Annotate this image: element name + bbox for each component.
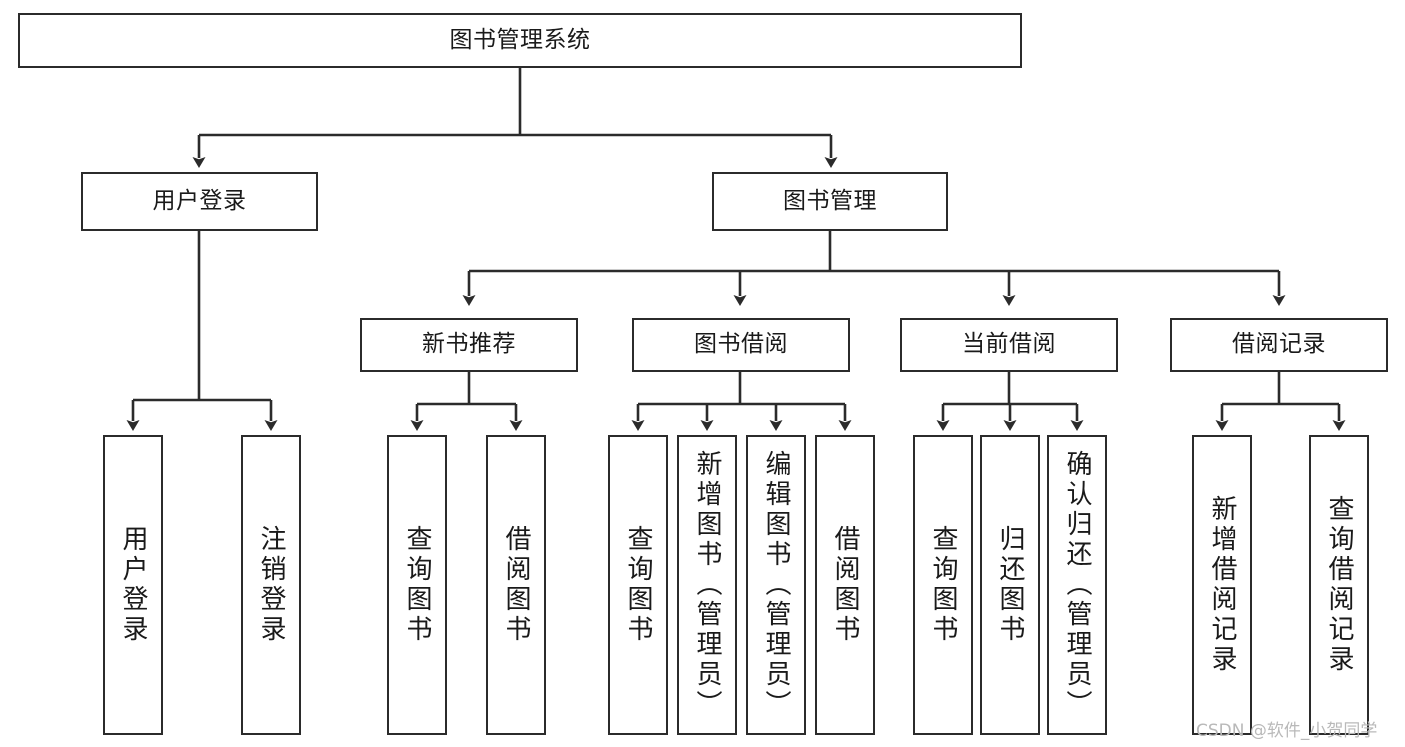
node-label: 查询图书 xyxy=(623,525,653,645)
node-label: 查询图书 xyxy=(402,525,432,645)
leaf-query-book-1[interactable]: 查询图书 xyxy=(387,435,447,735)
node-label: 确认归还（管理员） xyxy=(1062,450,1092,720)
node-label: 注销登录 xyxy=(256,525,286,645)
node-label: 用户登录 xyxy=(152,187,247,214)
node-label: 用户登录 xyxy=(118,525,148,645)
leaf-user-login[interactable]: 用户登录 xyxy=(103,435,163,735)
node-root-system[interactable]: 图书管理系统 xyxy=(18,13,1022,68)
leaf-query-book-2[interactable]: 查询图书 xyxy=(608,435,668,735)
csdn-watermark: CSDN @软件_小贺同学 xyxy=(1196,721,1378,741)
node-label: 查询图书 xyxy=(928,525,958,645)
leaf-add-record[interactable]: 新增借阅记录 xyxy=(1192,435,1252,735)
node-label: 图书借阅 xyxy=(694,331,788,358)
node-book-manage[interactable]: 图书管理 xyxy=(712,172,948,231)
leaf-query-record[interactable]: 查询借阅记录 xyxy=(1309,435,1369,735)
node-label: 编辑图书（管理员） xyxy=(761,450,791,720)
node-label: 借阅图书 xyxy=(830,525,860,645)
leaf-logout-login[interactable]: 注销登录 xyxy=(241,435,301,735)
node-label: 归还图书 xyxy=(995,525,1025,645)
node-label: 当前借阅 xyxy=(962,331,1056,358)
leaf-borrow-book-1[interactable]: 借阅图书 xyxy=(486,435,546,735)
leaf-borrow-book-2[interactable]: 借阅图书 xyxy=(815,435,875,735)
leaf-query-book-3[interactable]: 查询图书 xyxy=(913,435,973,735)
leaf-add-book[interactable]: 新增图书（管理员） xyxy=(677,435,737,735)
leaf-return-book[interactable]: 归还图书 xyxy=(980,435,1040,735)
node-label: 图书管理 xyxy=(783,187,877,214)
node-label: 新增借阅记录 xyxy=(1207,495,1237,675)
node-book-borrow[interactable]: 图书借阅 xyxy=(632,318,850,372)
node-label: 图书管理系统 xyxy=(449,26,591,53)
node-label: 借阅图书 xyxy=(501,525,531,645)
node-label: 借阅记录 xyxy=(1232,331,1326,358)
node-label: 查询借阅记录 xyxy=(1324,495,1354,675)
leaf-edit-book[interactable]: 编辑图书（管理员） xyxy=(746,435,806,735)
node-current-borrow[interactable]: 当前借阅 xyxy=(900,318,1118,372)
node-borrow-record[interactable]: 借阅记录 xyxy=(1170,318,1388,372)
node-label: 新增图书（管理员） xyxy=(692,450,722,720)
node-new-book-recommend[interactable]: 新书推荐 xyxy=(360,318,578,372)
leaf-confirm-return[interactable]: 确认归还（管理员） xyxy=(1047,435,1107,735)
node-label: 新书推荐 xyxy=(422,331,516,358)
node-user-login[interactable]: 用户登录 xyxy=(81,172,318,231)
